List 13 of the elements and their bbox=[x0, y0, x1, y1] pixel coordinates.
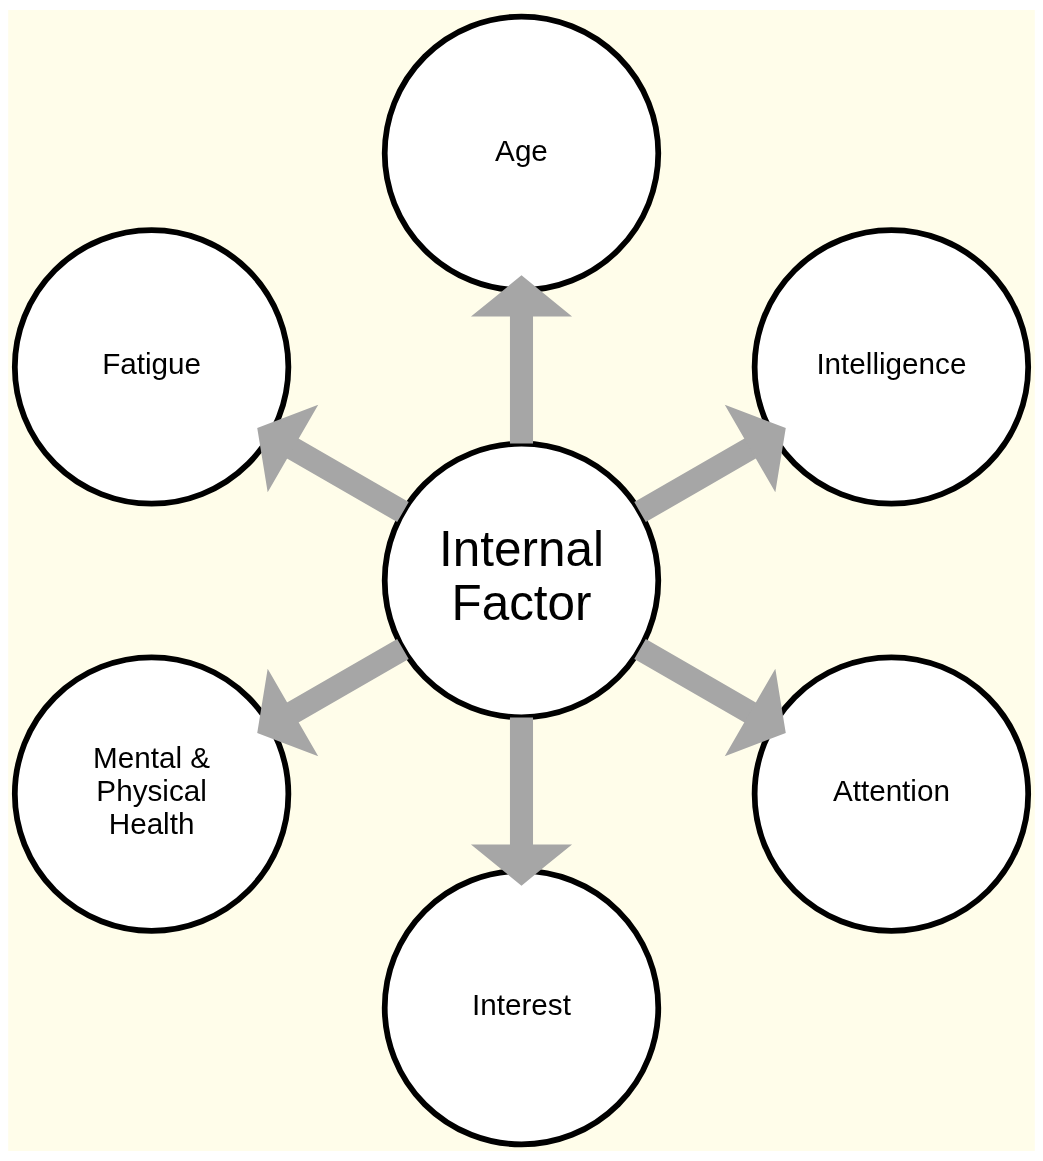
arrow bbox=[257, 404, 409, 523]
node-circle: Intelligence bbox=[751, 227, 1032, 507]
node-circle: Mental & Physical Health bbox=[11, 654, 292, 934]
node-circle: Fatigue bbox=[11, 227, 292, 507]
arrow bbox=[257, 638, 409, 757]
node-circle: Interest bbox=[381, 867, 662, 1148]
node-circle: Attention bbox=[751, 654, 1032, 934]
node-circle: Internal Factor bbox=[381, 440, 662, 721]
arrow bbox=[634, 404, 786, 523]
arrow bbox=[470, 275, 573, 444]
node-circle: Age bbox=[381, 13, 662, 294]
arrow bbox=[470, 717, 573, 886]
arrow bbox=[634, 638, 786, 757]
